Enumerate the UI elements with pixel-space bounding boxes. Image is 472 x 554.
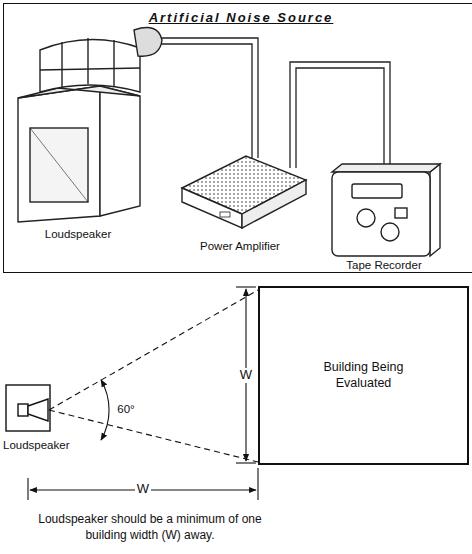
coverage-line xyxy=(49,410,258,462)
angle-label: 60° xyxy=(117,403,134,416)
loudspeaker-drawing xyxy=(18,28,162,222)
loudspeaker-symbol xyxy=(28,399,48,421)
amplifier-drawing xyxy=(182,156,306,228)
tape-recorder-drawing xyxy=(332,164,440,256)
loudspeaker-drawing xyxy=(30,128,88,202)
coverage-line xyxy=(49,290,258,410)
tape-recorder-drawing xyxy=(395,208,407,218)
part-label: Tape Recorder xyxy=(346,259,421,272)
part-label: Power Amplifier xyxy=(200,240,280,253)
loudspeaker-drawing xyxy=(113,40,114,86)
angle-arc xyxy=(101,380,109,440)
part-label: Loudspeaker xyxy=(45,228,112,241)
tape-recorder-drawing xyxy=(357,209,375,227)
loudspeaker-drawing xyxy=(18,86,100,222)
tape-recorder-drawing xyxy=(332,164,440,172)
building-box: Building Being Evaluated xyxy=(258,286,469,465)
cable xyxy=(150,38,390,172)
dimension-line xyxy=(257,468,258,500)
tape-recorder-drawing xyxy=(430,164,440,256)
cable xyxy=(150,44,252,158)
loudspeaker-drawing xyxy=(40,68,140,70)
tape-recorder-drawing xyxy=(381,223,399,241)
loudspeaker-drawing xyxy=(30,128,88,202)
cable xyxy=(150,38,258,158)
coverage-line xyxy=(49,290,258,462)
loudspeaker-symbol xyxy=(18,404,28,416)
cable xyxy=(290,62,390,172)
cable xyxy=(296,68,384,172)
dimension-label: W xyxy=(135,482,151,497)
dimension-line xyxy=(27,478,28,500)
loudspeaker-drawing xyxy=(134,28,162,57)
tape-recorder-drawing xyxy=(332,172,430,256)
part-label: Loudspeaker xyxy=(3,439,70,452)
dimension-line xyxy=(28,287,258,500)
loudspeaker-symbol xyxy=(6,385,50,431)
amplifier-drawing xyxy=(242,180,306,228)
amplifier-drawing xyxy=(220,212,230,217)
note-text: Loudspeaker should be a minimum of one b… xyxy=(35,512,265,543)
dimension-line xyxy=(236,286,256,287)
loudspeaker-drawing xyxy=(100,86,140,216)
dimension-label: W xyxy=(238,368,254,383)
dimension-line xyxy=(236,462,256,463)
tape-recorder-drawing xyxy=(352,184,402,198)
panel-title: Artificial Noise Source xyxy=(4,10,472,25)
loudspeaker-symbol xyxy=(6,385,50,431)
loudspeaker-drawing xyxy=(61,42,62,88)
loudspeaker-drawing xyxy=(40,39,140,92)
loudspeaker-drawing xyxy=(87,38,88,84)
amplifier-drawing xyxy=(182,188,242,228)
box-text: Building Being Evaluated xyxy=(304,360,424,391)
